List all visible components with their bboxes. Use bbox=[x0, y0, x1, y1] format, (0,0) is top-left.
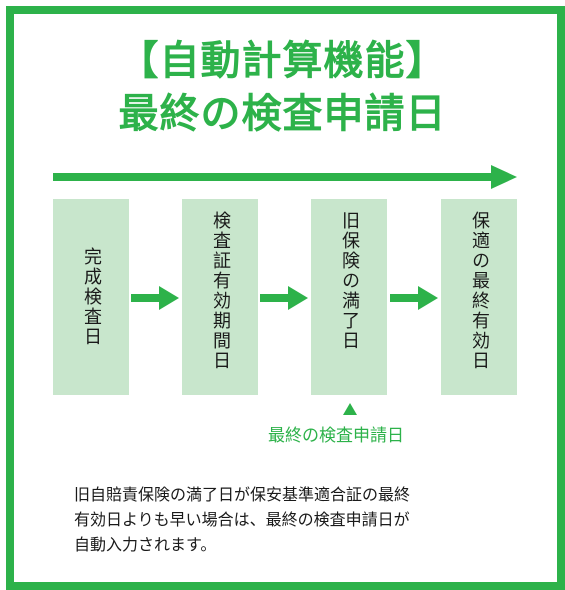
title-line-1: 【自動計算機能】 bbox=[118, 38, 447, 84]
step-label: 完成検査日 bbox=[81, 247, 102, 347]
right-arrow-icon bbox=[131, 286, 179, 310]
up-triangle-icon bbox=[343, 403, 357, 415]
step-label: 検査証有効期間日 bbox=[210, 211, 231, 371]
right-arrow-icon bbox=[260, 286, 308, 310]
step-box-insurance-expiry: 旧保険の満了日 bbox=[311, 199, 387, 395]
step-box-completion-date: 完成検査日 bbox=[53, 199, 129, 395]
marker-label: 最終の検査申請日 bbox=[268, 426, 404, 446]
right-arrow-icon bbox=[390, 286, 438, 310]
step-box-certificate-expiry: 検査証有効期間日 bbox=[182, 199, 258, 395]
timeline-arrow-icon bbox=[53, 165, 517, 189]
title-line-2: 最終の検査申請日 bbox=[118, 91, 447, 137]
step-box-final-valid-date: 保適の最終有効日 bbox=[441, 199, 517, 395]
step-label: 旧保険の満了日 bbox=[339, 211, 360, 351]
note-line: 自動入力されます。 bbox=[74, 535, 217, 554]
explanation-note: 旧自賠責保険の満了日が保安基準適合証の最終 有効日よりも早い場合は、最終の検査申… bbox=[74, 482, 514, 557]
note-line: 旧自賠責保険の満了日が保安基準適合証の最終 bbox=[74, 485, 411, 504]
step-label: 保適の最終有効日 bbox=[469, 211, 490, 371]
note-line: 有効日よりも早い場合は、最終の検査申請日が bbox=[74, 510, 410, 529]
